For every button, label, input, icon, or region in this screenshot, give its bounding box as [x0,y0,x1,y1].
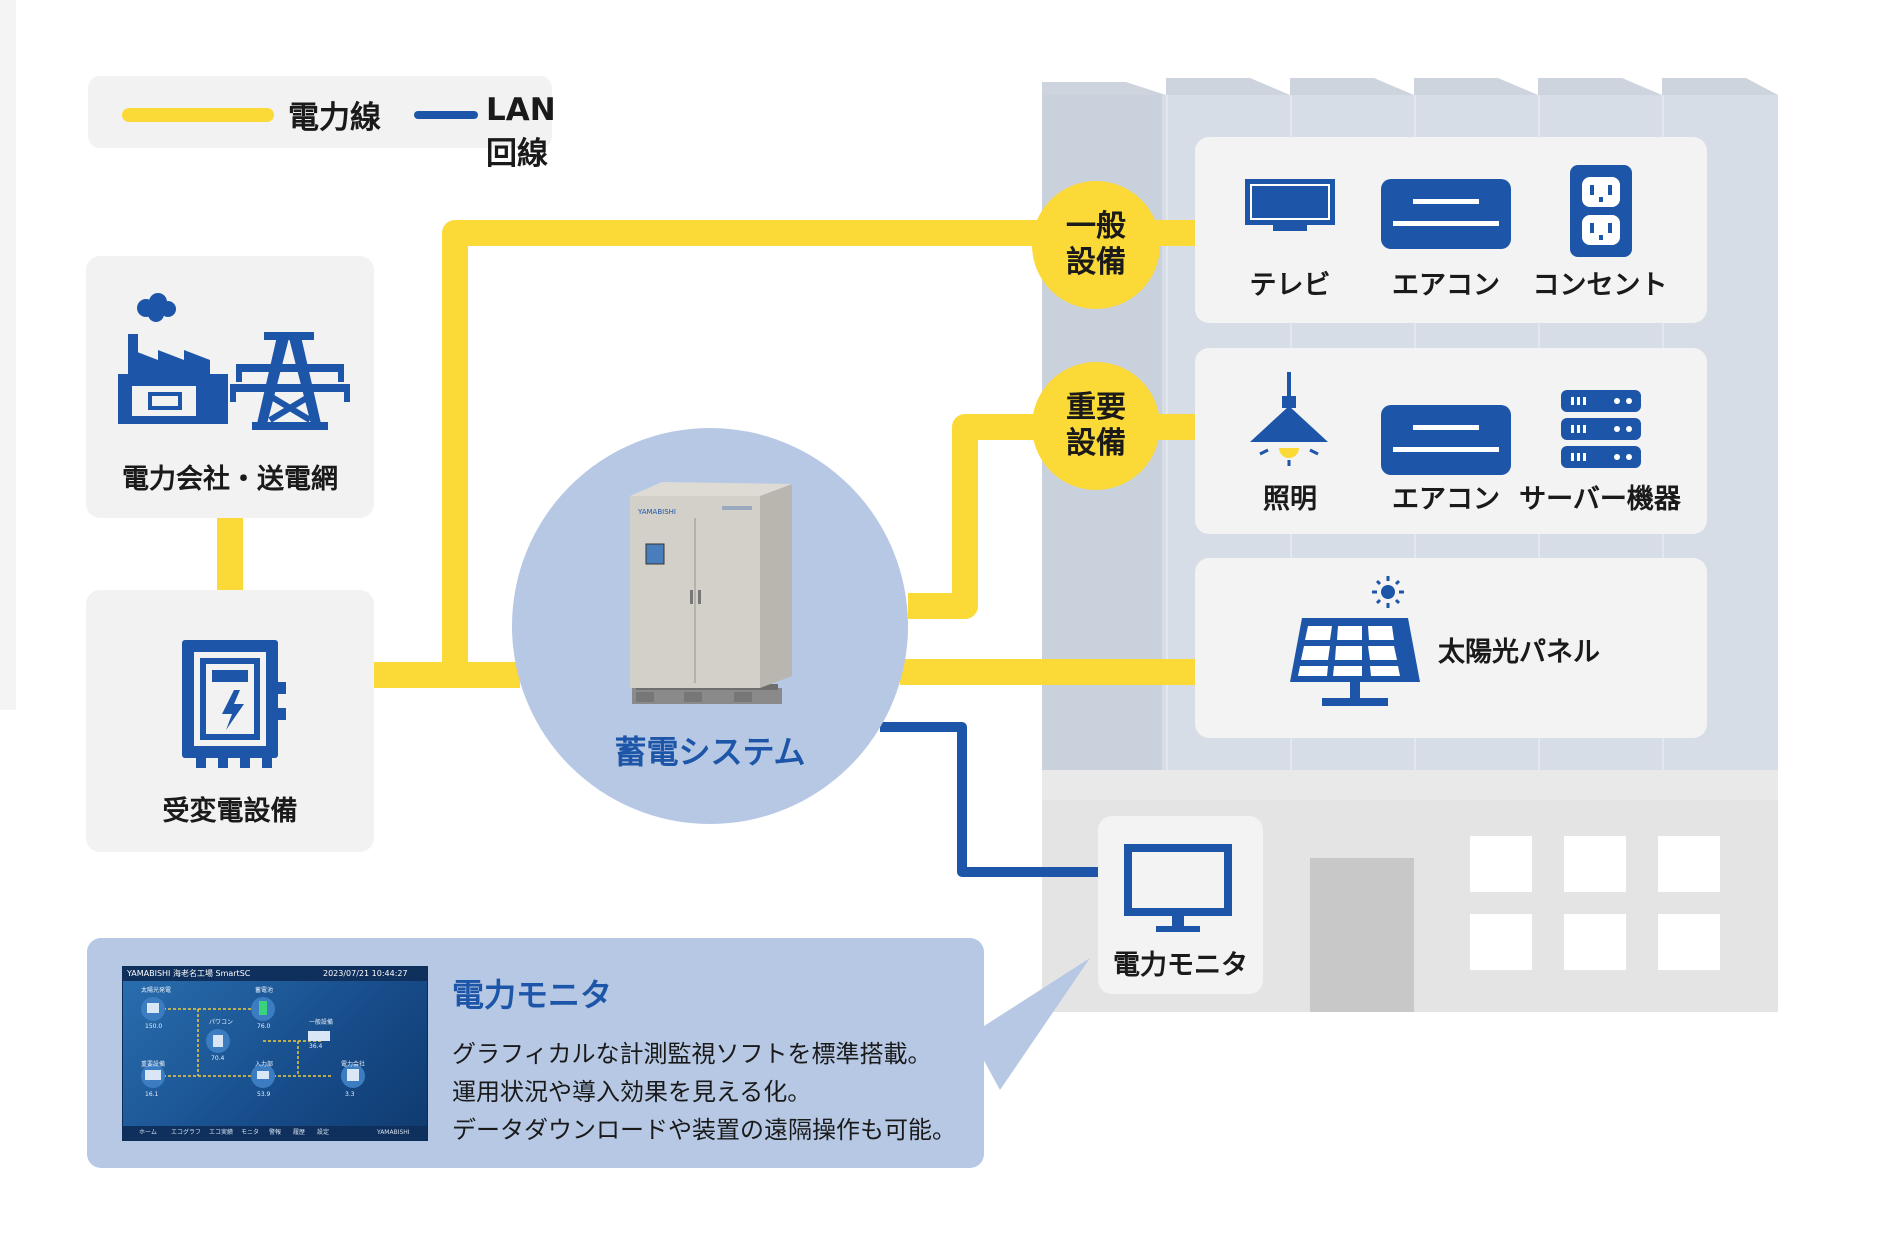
screen-label-critical: 重要設備 [141,1061,166,1068]
general-tv-label: テレビ [1249,270,1331,301]
screen-label-pc: パワコン [209,1019,234,1026]
screen-datetime: 2023/07/21 10:44:27 [323,969,408,978]
screen-tab-bar: ホーム エコグラフ エコ実績 モニタ 警報 履歴 設定 YAMABISHI [123,1126,427,1140]
battery-system-label: 蓄電システム [614,733,806,771]
solar-panel-icon [1290,576,1420,706]
screen-tab: 設定 [317,1129,330,1136]
general-equipment-badge: 一般 設備 [1032,181,1160,309]
solar-label: 太陽光パネル [1438,637,1600,668]
screen-value-solar: 150.0 [145,1023,163,1030]
screen-value-general: 36.4 [309,1043,323,1050]
critical-equipment-badge: 重要 設備 [1032,362,1160,490]
substation-panel-icon [182,640,286,768]
critical-lighting-label: 照明 [1263,484,1317,515]
screen-value-power: 3.3 [345,1091,355,1098]
screen-label-solar: 太陽光発電 [141,987,172,994]
monitor-desc-line-3: データダウンロードや装置の遠隔操作も可能。 [452,1116,956,1144]
monitor-icon [1124,844,1232,932]
power-line-general [442,220,1200,675]
screen-label-general: 一般設備 [309,1019,334,1026]
screen-tab: 警報 [269,1129,282,1136]
pendant-light-icon [1250,372,1328,466]
screen-flow-graphic [141,997,365,1088]
legend: 電力線 LAN回線 [88,76,556,172]
sun-icon [1372,576,1404,608]
tv-icon [1245,179,1335,231]
monitor-label: 電力モニタ [1113,950,1248,981]
critical-badge-line2: 設備 [1066,426,1126,461]
monitor-desc-line-2: 運用状況や導入効果を見える化。 [452,1078,812,1106]
screen-header-title: YAMABISHI 海老名工場 SmartSC [127,969,251,978]
legend-lan-label: LAN回線 [486,92,556,172]
screen-tab: ホーム [139,1129,157,1136]
screen-tab: エコグラフ [171,1129,202,1136]
critical-badge-line1: 重要 [1066,390,1126,425]
critical-server-label: サーバー機器 [1519,484,1681,515]
screen-header-bar: YAMABISHI 海老名工場 SmartSC 2023/07/21 10:44… [123,967,427,981]
screen-tab: モニタ [241,1129,260,1136]
server-icon [1561,390,1641,468]
outlet-icon [1570,165,1632,257]
screen-value-storage: 76.0 [257,1023,271,1030]
screen-brand: YAMABISHI [377,1129,410,1136]
lan-line-swatch [414,111,478,119]
screen-tab: エコ実績 [209,1129,234,1136]
screen-label-power: 電力会社 [341,1061,366,1068]
power-line-swatch [122,108,274,122]
utility-label: 電力会社・送電網 [122,464,338,495]
legend-power-label: 電力線 [288,100,381,136]
substation-label: 受変電設備 [162,796,298,827]
lan-line-battery-monitor [880,722,1100,877]
screen-label-input: 入力部 [255,1061,274,1068]
aircon-icon [1381,405,1511,475]
power-lines [217,220,1200,688]
monitor-desc-line-1: グラフィカルな計測監視ソフトを標準搭載。 [452,1040,932,1068]
cabinet-brand: YAMABISHI [637,508,676,516]
solar-card [1195,558,1707,738]
monitoring-screen-thumbnail: YAMABISHI 海老名工場 SmartSC 2023/07/21 10:44… [122,966,428,1141]
general-outlet-label: コンセント [1532,270,1668,301]
screen-value-critical: 16.1 [145,1091,159,1098]
critical-aircon-label: エアコン [1392,484,1500,515]
battery-cabinet-icon: YAMABISHI [630,482,792,704]
lan-lines [880,722,1100,877]
general-aircon-label: エアコン [1392,270,1500,301]
aircon-icon [1381,179,1511,249]
screen-label-storage: 蓄電池 [255,987,274,994]
general-badge-line2: 設備 [1066,245,1126,280]
power-plant-and-tower-icon [118,293,350,430]
general-badge-line1: 一般 [1066,209,1126,244]
screen-value-input: 53.9 [257,1091,271,1098]
monitor-panel-title: 電力モニタ [452,976,613,1014]
screen-tab: 履歴 [293,1129,306,1136]
screen-value-pc: 70.4 [211,1055,225,1062]
